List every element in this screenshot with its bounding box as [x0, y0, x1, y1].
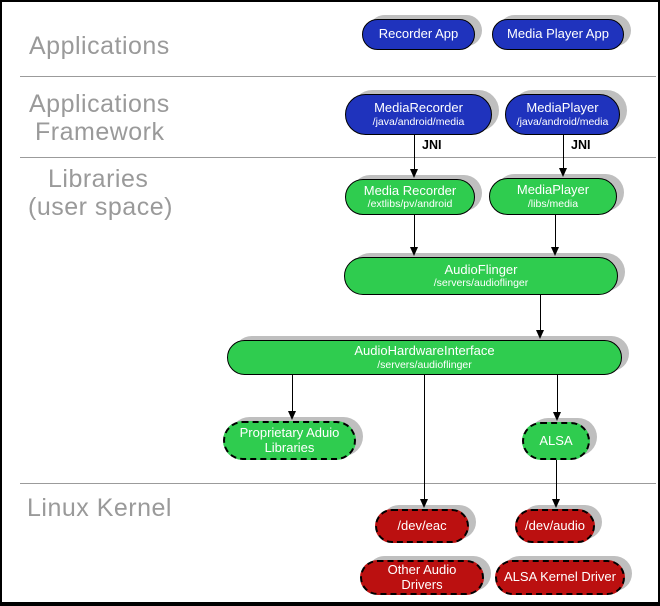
- node-recorder-app: Recorder App: [362, 19, 475, 50]
- section-label-applications-framework-line1: Applications: [29, 90, 170, 118]
- node-title-label: MediaRecorder: [374, 100, 463, 115]
- node-title-label: Recorder App: [378, 26, 459, 42]
- arrowhead-down-icon: [551, 247, 559, 256]
- node-alsa-kernel-driver: ALSA Kernel Driver: [495, 560, 625, 595]
- arrowhead-down-icon: [552, 499, 560, 508]
- node-subtitle-label: /java/android/media: [372, 115, 465, 128]
- node-title-label: AudioFlinger: [444, 261, 518, 277]
- arrowhead-down-icon: [420, 499, 428, 508]
- node-title-label: ALSA Kernel Driver: [504, 569, 616, 585]
- arrow-mediaplayer-jni: [563, 135, 565, 169]
- node-mediaplayer-framework: MediaPlayer/java/android/media: [505, 94, 620, 135]
- arrow-mediaplayer-to-audioflinger: [555, 215, 557, 248]
- section-divider-line: [20, 483, 656, 484]
- node-title-label: Other Audio Drivers: [387, 561, 457, 592]
- node-title-label: Proprietary Aduio Libraries: [239, 424, 340, 455]
- node-audioflinger: AudioFlinger/servers/audioflinger: [344, 257, 618, 295]
- node-other-audio-drivers: Other Audio Drivers: [360, 560, 484, 595]
- arrow-media-recorder-to-audioflinger: [414, 215, 416, 248]
- node-title-label: Media Recorder: [363, 182, 457, 198]
- arrowhead-down-icon: [410, 169, 418, 178]
- section-label-linux-kernel: Linux Kernel: [27, 494, 172, 522]
- node-proprietary-audio-libraries: Proprietary Aduio Libraries: [223, 421, 356, 460]
- node-title-label: ALSA: [539, 432, 573, 448]
- node-title-label: AudioHardwareInterface: [354, 343, 495, 358]
- section-label-libraries-line1: Libraries: [48, 165, 149, 193]
- arrow-ahi-to-proprietary-libraries: [292, 375, 294, 412]
- node-title-label: MediaPlayer: [516, 182, 590, 197]
- node-alsa: ALSA: [522, 422, 590, 460]
- arrowhead-down-icon: [410, 247, 418, 256]
- node-mediaplayer-library: MediaPlayer/libs/media: [489, 178, 617, 215]
- arrow-audioflinger-to-audiohardwareinterface: [540, 295, 542, 331]
- node-mediarecorder-framework: MediaRecorder/java/android/media: [345, 94, 492, 135]
- section-label-applications-framework-line2: Framework: [35, 118, 165, 146]
- arrow-alsa-to-dev-audio: [556, 460, 558, 500]
- node-subtitle-label: /extlibs/pv/android: [367, 198, 453, 211]
- node-title-label: Media Player App: [507, 26, 609, 42]
- arrowhead-down-icon: [536, 330, 544, 339]
- arrow-ahi-to-alsa: [557, 375, 559, 413]
- section-label-libraries-line2: (user space): [28, 193, 173, 221]
- jni-label: JNI: [422, 138, 442, 152]
- section-divider-line: [20, 157, 656, 158]
- node-title-label: /dev/eac: [397, 517, 447, 533]
- node-subtitle-label: /servers/audioflinger: [433, 277, 529, 290]
- section-label-applications: Applications: [29, 32, 170, 60]
- node-subtitle-label: /libs/media: [527, 197, 579, 210]
- arrow-ahi-to-dev-eac: [424, 375, 426, 500]
- node-subtitle-label: /java/android/media: [516, 115, 609, 128]
- node-title-label: MediaPlayer: [526, 100, 599, 115]
- jni-label: JNI: [571, 138, 591, 152]
- node-title-label: /dev/audio: [525, 517, 585, 533]
- arrowhead-down-icon: [559, 168, 567, 177]
- arrowhead-down-icon: [288, 411, 296, 420]
- section-divider-line: [20, 76, 656, 77]
- node-subtitle-label: /servers/audioflinger: [377, 358, 472, 371]
- node-dev-eac: /dev/eac: [375, 509, 469, 543]
- node-media-recorder-library: Media Recorder/extlibs/pv/android: [345, 179, 475, 215]
- node-media-player-app: Media Player App: [492, 19, 624, 50]
- arrowhead-down-icon: [553, 412, 561, 421]
- node-audiohardwareinterface: AudioHardwareInterface/servers/audioflin…: [227, 340, 622, 375]
- arrow-mediarecorder-jni: [414, 135, 416, 170]
- node-dev-audio: /dev/audio: [515, 509, 595, 543]
